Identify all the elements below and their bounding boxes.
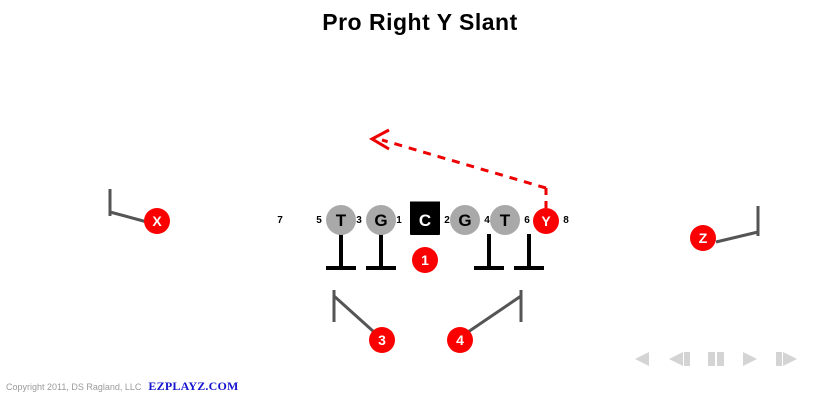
play-button[interactable] <box>740 350 760 368</box>
pause-button[interactable] <box>706 350 726 368</box>
step-back-button[interactable] <box>666 350 692 368</box>
line-blocking-marks <box>326 234 544 270</box>
player-z-receiver[interactable]: Z <box>690 225 716 251</box>
player-back-4[interactable]: 4 <box>447 327 473 353</box>
back-4-route <box>467 290 523 334</box>
gap-number-1: 1 <box>396 215 402 226</box>
player-y-receiver[interactable]: Y <box>533 208 559 234</box>
player-center[interactable]: C <box>410 205 440 235</box>
z-receiver-route <box>715 206 760 244</box>
play-icon <box>743 352 757 366</box>
player-right-tackle[interactable]: T <box>490 205 520 235</box>
step-forward-icon <box>776 352 797 366</box>
back-3-route <box>332 290 376 334</box>
player-left-guard[interactable]: G <box>366 205 396 235</box>
rewind-button[interactable] <box>632 350 652 368</box>
rewind-icon <box>635 352 649 366</box>
player-x-receiver[interactable]: X <box>144 208 170 234</box>
step-back-icon <box>669 352 690 366</box>
gap-number-8: 8 <box>563 215 569 226</box>
playback-controls <box>632 350 800 368</box>
player-right-guard[interactable]: G <box>450 205 480 235</box>
gap-number-5: 5 <box>316 215 322 226</box>
gap-number-6: 6 <box>524 215 530 226</box>
brand-link[interactable]: EZPLAYZ.COM <box>148 379 239 393</box>
gap-number-4: 4 <box>484 215 490 226</box>
pause-icon <box>708 352 724 366</box>
footer: Copyright 2011, DS Ragland, LLC EZPLAYZ.… <box>6 379 239 394</box>
player-back-3[interactable]: 3 <box>369 327 395 353</box>
x-receiver-route <box>108 189 148 224</box>
copyright-text: Copyright 2011, DS Ragland, LLC <box>6 382 142 392</box>
page-title: Pro Right Y Slant <box>322 9 518 35</box>
player-quarterback[interactable]: 1 <box>412 247 438 273</box>
step-forward-button[interactable] <box>774 350 800 368</box>
gap-number-3: 3 <box>356 215 362 226</box>
gap-number-7: 7 <box>277 215 283 226</box>
y-slant-route <box>368 128 548 208</box>
player-left-tackle[interactable]: T <box>326 205 356 235</box>
gap-number-2: 2 <box>444 215 450 226</box>
